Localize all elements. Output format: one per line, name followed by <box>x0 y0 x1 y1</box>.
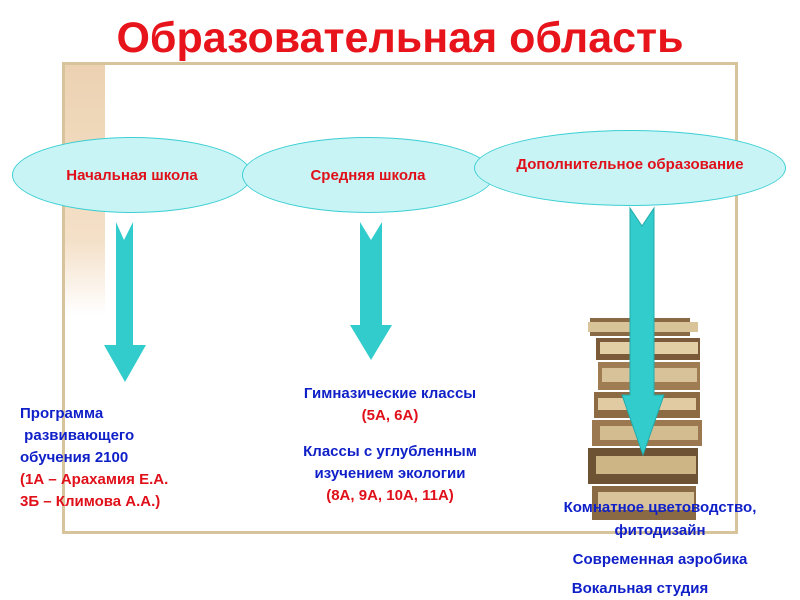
primary-text: Программа развивающего обучения 2100 (1А… <box>20 403 168 513</box>
text-line: (5А, 6А) <box>361 407 419 424</box>
oval-additional-education: Дополнительное образование <box>474 130 786 206</box>
additional-text: Комнатное цветоводство, фитодизайн Совре… <box>520 496 800 600</box>
arrow-down-icon <box>621 206 665 457</box>
text-line: Современная аэробика <box>572 551 748 568</box>
arrow-down-icon <box>350 222 392 360</box>
content-frame <box>62 62 738 534</box>
text-line: Комнатное цветоводство, <box>563 499 757 516</box>
text-line: Гимназические классы <box>303 385 477 402</box>
oval-label: Средняя школа <box>310 166 426 184</box>
text-line: развивающего <box>20 427 135 444</box>
text-line: изучением экологии <box>314 465 466 482</box>
slide-title: Образовательная область <box>116 14 684 62</box>
text-line: Классы с углубленным <box>303 443 477 460</box>
oval-label: Дополнительное образование <box>516 155 744 173</box>
text-line: (8А, 9А, 10А, 11А) <box>326 487 454 504</box>
oval-label: Начальная школа <box>66 166 198 184</box>
arrow-down-icon <box>104 222 146 382</box>
text-line: фитодизайн <box>614 522 706 539</box>
text-line: обучения 2100 <box>20 449 129 466</box>
oval-secondary-school: Средняя школа <box>242 137 494 213</box>
text-line: 3Б – Климова А.А.) <box>20 493 161 510</box>
secondary-text: Гимназические классы (5А, 6А) Классы с у… <box>240 383 540 507</box>
text-line: (1А – Арахамия Е.А. <box>20 471 169 488</box>
oval-primary-school: Начальная школа <box>12 137 252 213</box>
text-line: Программа <box>20 405 104 422</box>
text-line: Вокальная студия <box>571 580 709 597</box>
